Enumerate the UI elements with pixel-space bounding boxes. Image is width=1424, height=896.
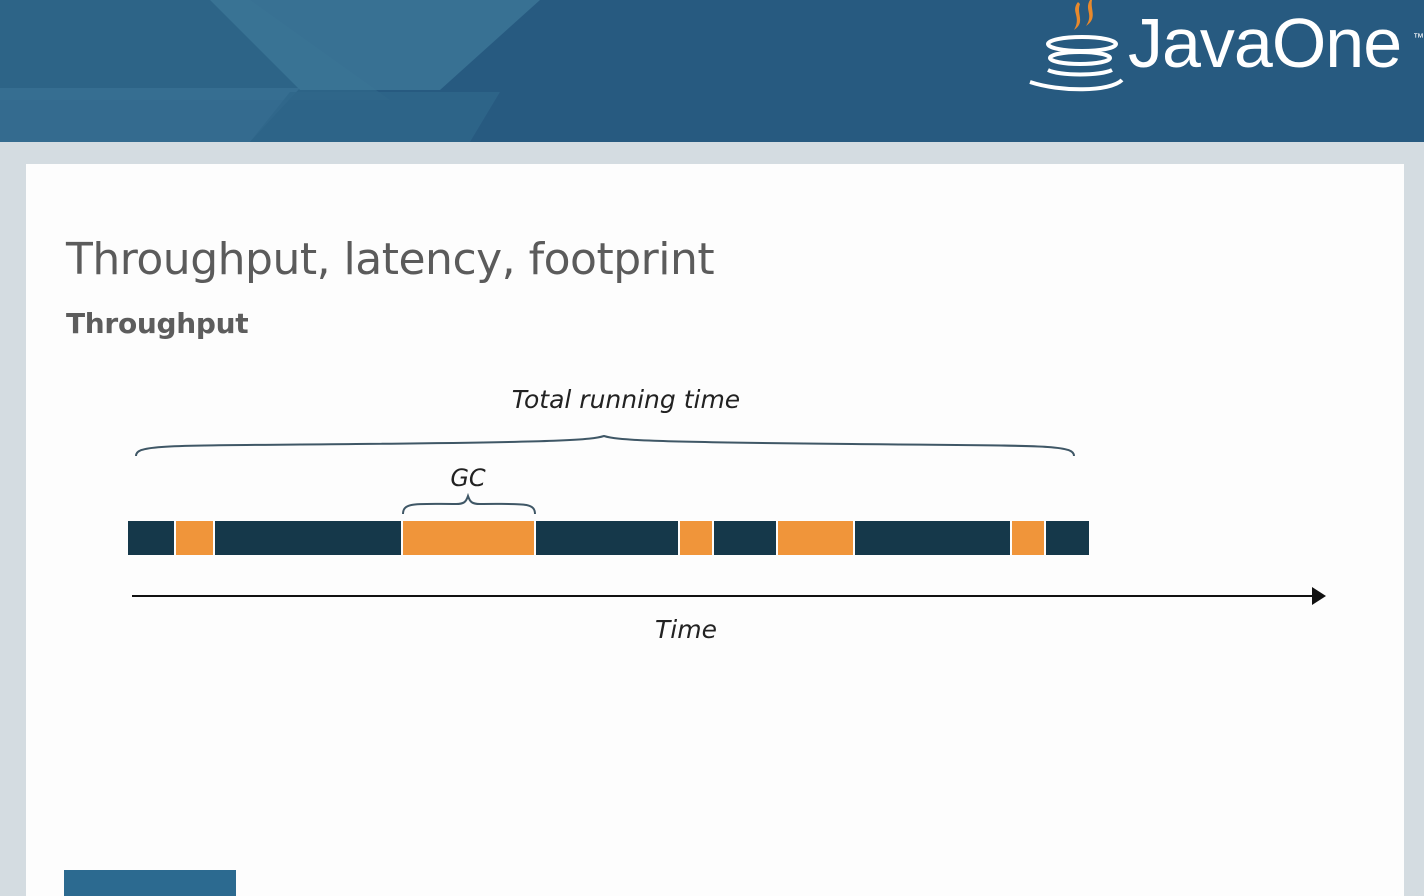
timeline-bar — [128, 521, 1089, 555]
throughput-diagram: Total running time GC Time — [128, 385, 1326, 644]
header-banner: JavaOne ™ — [0, 0, 1424, 142]
trademark-mark: ™ — [1413, 32, 1424, 44]
footer-logo-badge — [64, 870, 236, 896]
slide: Throughput, latency, footprint Throughpu… — [26, 164, 1404, 896]
javaone-logo: JavaOne ™ — [1020, 0, 1424, 100]
app-segment-6 — [1045, 521, 1089, 555]
gc-brace — [402, 492, 536, 515]
banner-decoration — [0, 0, 540, 142]
slide-title: Throughput, latency, footprint — [66, 234, 715, 285]
gc-segment-4 — [777, 521, 854, 555]
javaone-wordmark: JavaOne — [1128, 4, 1402, 82]
app-segment-3 — [535, 521, 679, 555]
app-segment-4 — [713, 521, 777, 555]
gc-label: GC — [450, 464, 486, 492]
app-segment-5 — [854, 521, 1011, 555]
gc-segment-2 — [402, 521, 535, 555]
time-axis-arrowhead — [1312, 587, 1326, 605]
app-segment-1 — [128, 521, 175, 555]
total-running-time-brace — [135, 434, 1075, 457]
time-axis-label: Time — [655, 615, 717, 644]
slide-subtitle: Throughput — [66, 307, 249, 340]
total-running-time-label: Total running time — [512, 385, 740, 414]
gc-segment-3 — [679, 521, 713, 555]
app-segment-2 — [214, 521, 402, 555]
gc-segment-5 — [1011, 521, 1045, 555]
gc-segment-1 — [175, 521, 214, 555]
java-cup-icon — [1029, 0, 1124, 92]
